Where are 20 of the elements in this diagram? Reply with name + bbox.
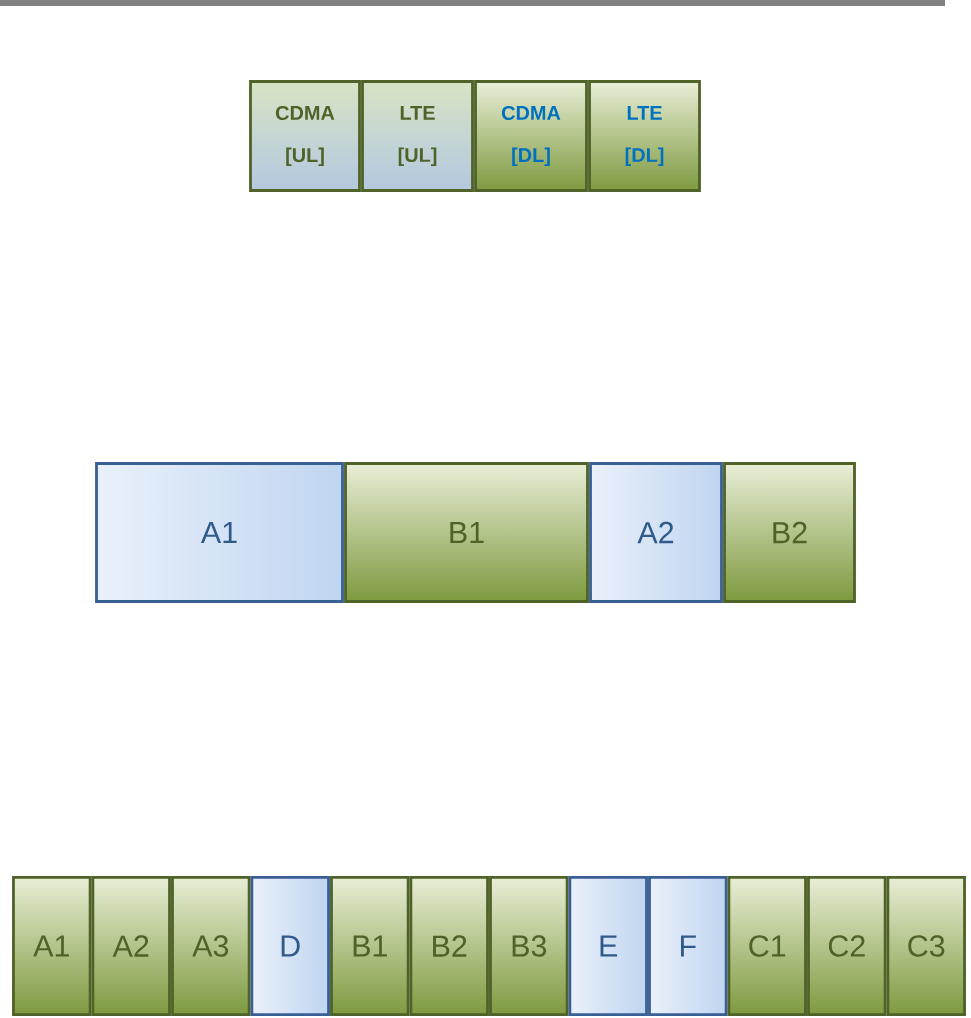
channel-block: A2 <box>91 875 171 1017</box>
channel-block: B2 <box>723 462 856 603</box>
channel-block: A1 <box>12 875 92 1017</box>
channel-block: B1 <box>344 462 589 603</box>
channel-block: D <box>250 875 330 1017</box>
channel-block: E <box>568 875 648 1017</box>
channel-block: C1 <box>727 875 807 1017</box>
channel-block: C2 <box>807 875 887 1017</box>
channel-block: B3 <box>489 875 569 1017</box>
channel-block: CDMA [DL] <box>474 80 588 192</box>
channel-block: LTE [DL] <box>588 80 701 192</box>
channel-block: B2 <box>409 875 489 1017</box>
channel-block: A1 <box>95 462 344 603</box>
channel-block: F <box>648 875 728 1017</box>
channel-block: A3 <box>171 875 251 1017</box>
channel-block: A2 <box>589 462 723 603</box>
channel-block: C3 <box>886 875 966 1017</box>
channel-block: LTE [UL] <box>361 80 474 192</box>
channel-block: CDMA [UL] <box>249 80 361 192</box>
channel-block: B1 <box>330 875 410 1017</box>
